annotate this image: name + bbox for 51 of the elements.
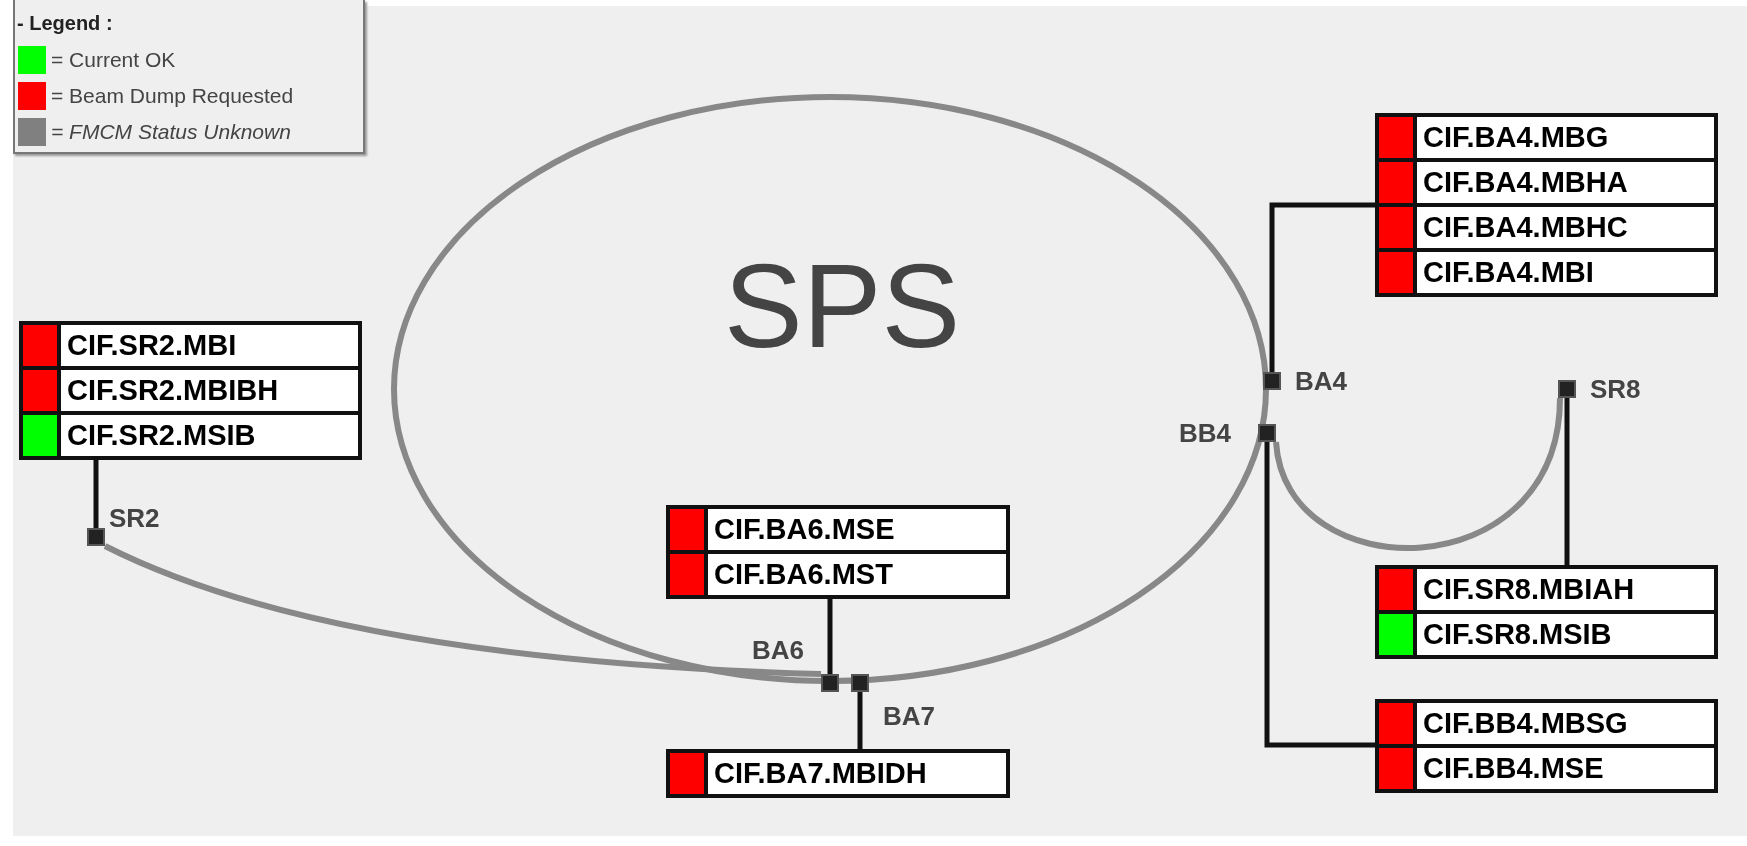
device-row [23,370,358,411]
device-name: CIF.BA6.MST [714,558,893,591]
connector-line [1564,398,1570,565]
device-name: CIF.SR2.MBIBH [67,374,279,407]
connector-line [93,460,99,528]
device-panel [666,505,1010,599]
station-label: SR2 [109,502,160,534]
legend-title: - Legend : [17,12,113,35]
device-row [23,325,358,366]
device-name: CIF.BB4.MBSG [1423,707,1628,740]
device-name: CIF.SR8.MBIAH [1423,573,1635,606]
device-name: CIF.SR2.MBI [67,329,237,362]
device-name: CIF.BA6.MSE [714,513,895,546]
device-panel [19,321,362,460]
legend-text: = Current OK [51,48,176,72]
connector-line [827,599,833,674]
station-label: BA7 [883,700,935,732]
device-row [1379,748,1714,789]
device-panel [1375,113,1718,297]
station-label: BA6 [752,634,804,666]
device-row [1379,569,1714,610]
beam-line [1273,397,1563,551]
ring-label: SPS [724,247,961,365]
device-row [1379,252,1714,293]
device-panel [1375,565,1718,659]
legend-text: = FMCM Status Unknown [51,120,291,144]
device-row [1379,207,1714,248]
connector-line [1269,202,1375,372]
beam-line [103,543,822,677]
device-row [670,554,1006,595]
device-name: CIF.BA4.MBG [1423,121,1609,154]
device-row [1379,117,1714,158]
connector-line [1264,442,1375,748]
device-name: CIF.SR2.MSIB [67,419,256,452]
legend-text: = Beam Dump Requested [51,84,294,108]
device-row [23,415,358,456]
device-name: CIF.BA4.MBI [1423,256,1594,289]
device-row [1379,614,1714,655]
device-name: CIF.BA7.MBIDH [714,757,927,790]
station-label: BB4 [1179,417,1231,449]
device-row [670,509,1006,550]
station-label: SR8 [1590,373,1641,405]
connector-line [857,692,863,749]
device-row [1379,162,1714,203]
device-name: CIF.BB4.MSE [1423,752,1604,785]
device-row [1379,703,1714,744]
device-name: CIF.BA4.MBHC [1423,211,1628,244]
device-panel [1375,699,1718,793]
device-name: CIF.BA4.MBHA [1423,166,1628,199]
station-label: BA4 [1295,365,1347,397]
device-name: CIF.SR8.MSIB [1423,618,1612,651]
